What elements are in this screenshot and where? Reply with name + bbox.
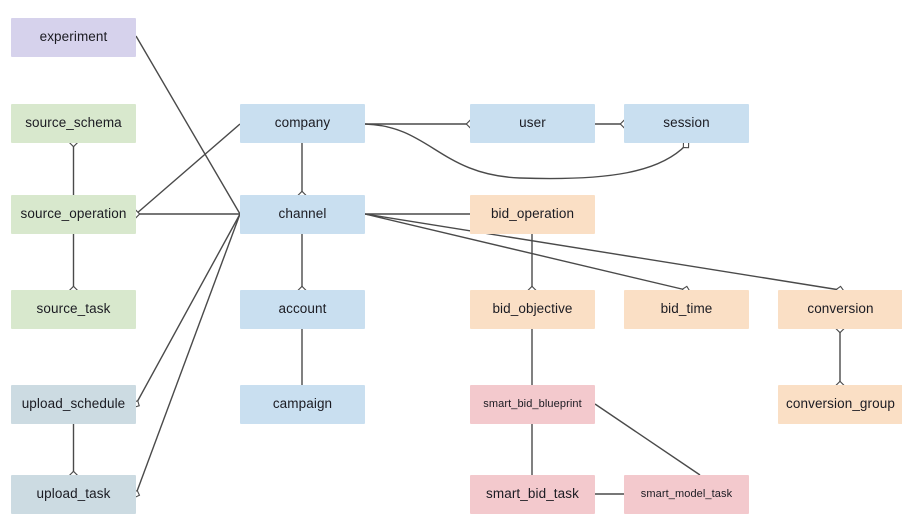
node-label: user	[519, 115, 546, 131]
node-label: conversion_group	[786, 396, 895, 412]
node-label: bid_objective	[492, 301, 573, 317]
node-bid_objective[interactable]: bid_objective	[470, 290, 595, 329]
node-label: smart_bid_blueprint	[483, 398, 582, 411]
node-label: session	[663, 115, 710, 131]
node-experiment[interactable]: experiment	[11, 18, 136, 57]
node-user[interactable]: user	[470, 104, 595, 143]
node-label: campaign	[272, 396, 333, 412]
node-company[interactable]: company	[240, 104, 365, 143]
node-upload_schedule[interactable]: upload_schedule	[11, 385, 136, 424]
node-label: bid_time	[660, 301, 713, 317]
node-smart_model_task[interactable]: smart_model_task	[624, 475, 749, 514]
node-label: experiment	[39, 29, 108, 45]
node-source_operation[interactable]: source_operation	[11, 195, 136, 234]
node-label: conversion	[807, 301, 874, 317]
edge-experiment-to-channel	[135, 35, 241, 215]
node-label: smart_model_task	[640, 488, 733, 501]
node-label: smart_bid_task	[486, 486, 579, 502]
node-campaign[interactable]: campaign	[240, 385, 365, 424]
node-smart_bid_task[interactable]: smart_bid_task	[470, 475, 595, 514]
edge-channel-to-conversion	[364, 213, 841, 291]
edge-endpoint-marker	[682, 141, 690, 149]
node-label: source_operation	[20, 206, 127, 222]
node-account[interactable]: account	[240, 290, 365, 329]
node-label: source_schema	[25, 115, 122, 131]
node-label: channel	[278, 206, 327, 222]
node-source_task[interactable]: source_task	[11, 290, 136, 329]
node-channel[interactable]: channel	[240, 195, 365, 234]
node-upload_task[interactable]: upload_task	[11, 475, 136, 514]
node-label: upload_schedule	[21, 396, 126, 412]
node-source_schema[interactable]: source_schema	[11, 104, 136, 143]
edge-smart_bid_blueprint-to-smart_model_task	[594, 403, 701, 476]
edge-company-to-source_operation	[135, 123, 241, 215]
node-conversion[interactable]: conversion	[778, 290, 902, 329]
node-bid_operation[interactable]: bid_operation	[470, 195, 595, 234]
edge-channel-to-upload_schedule	[135, 213, 241, 405]
node-label: source_task	[36, 301, 111, 317]
edge-channel-to-upload_task	[135, 213, 241, 495]
node-smart_bid_blueprint[interactable]: smart_bid_blueprint	[470, 385, 595, 424]
node-label: upload_task	[36, 486, 111, 502]
node-label: account	[278, 301, 327, 317]
node-bid_time[interactable]: bid_time	[624, 290, 749, 329]
node-label: bid_operation	[490, 206, 575, 222]
node-session[interactable]: session	[624, 104, 749, 143]
node-conversion_group[interactable]: conversion_group	[778, 385, 902, 424]
node-label: company	[274, 115, 331, 131]
